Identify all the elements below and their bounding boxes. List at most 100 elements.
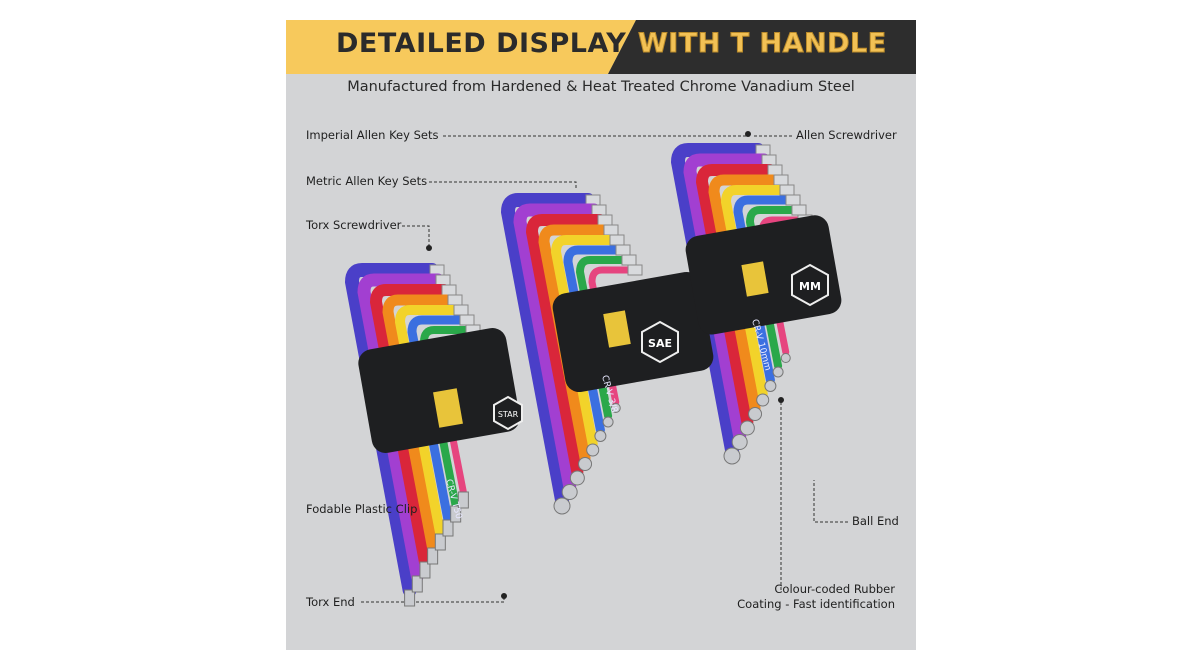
star-badge-text: STAR xyxy=(498,410,519,419)
product-panel: DETAILED DISPLAY WITH T HANDLE Manufactu… xyxy=(286,20,916,650)
leader-dot-imperial xyxy=(745,131,751,137)
leader-torx-end xyxy=(361,595,505,603)
mm-badge-text: MM xyxy=(799,280,821,293)
hex-key xyxy=(588,266,634,406)
key-short-end xyxy=(621,254,637,266)
hex-key xyxy=(550,235,617,449)
key-metal-tip xyxy=(427,547,439,565)
star-badge-icon xyxy=(493,395,523,431)
callout-torx-end: Torx End xyxy=(306,595,355,609)
key-metal-tip xyxy=(434,533,446,551)
hex-key xyxy=(683,153,771,443)
key-metal-tip xyxy=(457,491,469,509)
key-metal-tip xyxy=(764,380,777,392)
key-metal-tip xyxy=(723,447,741,465)
hex-key xyxy=(525,214,606,478)
callout-metric-allen-key-sets: Metric Allen Key Sets xyxy=(306,174,428,188)
hex-key xyxy=(357,273,445,583)
hex-key xyxy=(382,294,456,554)
metric-brand-label xyxy=(741,261,769,297)
key-metal-tip xyxy=(594,430,607,442)
hex-key xyxy=(407,315,467,525)
key-short-end xyxy=(453,304,469,316)
callout-ball-end: Ball End xyxy=(852,514,899,528)
hex-key xyxy=(733,195,793,385)
key-metal-tip xyxy=(561,484,578,500)
leader-dot-colour-coded xyxy=(778,397,784,403)
hex-key xyxy=(344,263,439,597)
sae-clip: SAE CR-V 3/8 xyxy=(552,271,714,414)
key-metal-tip xyxy=(748,407,763,421)
callout-colour-coded-line2: Coating - Fast identification xyxy=(737,597,895,611)
key-metal-tip xyxy=(442,519,454,537)
leader-dot-torx-screwdriver xyxy=(426,245,432,251)
hex-key xyxy=(745,206,798,370)
key-short-end xyxy=(627,264,643,276)
hex-key-sets-illustration: STAR CR-V T50 SAE CR-V 3/8 MM CR-V 10mm xyxy=(344,131,848,607)
mm-badge-icon xyxy=(791,263,829,307)
hex-key xyxy=(695,164,776,428)
callout-imperial-allen-key-sets: Imperial Allen Key Sets xyxy=(306,128,439,142)
key-metal-tip xyxy=(772,366,784,378)
hex-key xyxy=(720,185,787,399)
banner-right-background xyxy=(608,20,916,74)
callout-torx-screwdriver: Torx Screwdriver xyxy=(306,218,402,232)
key-short-end xyxy=(591,204,607,216)
key-short-end xyxy=(435,274,451,286)
hex-key xyxy=(708,174,782,414)
callout-colour-coded-line1: Colour-coded Rubber xyxy=(774,582,895,596)
hex-key xyxy=(394,305,461,539)
key-short-end xyxy=(615,244,631,256)
key-metal-tip xyxy=(739,420,755,436)
key-short-end xyxy=(773,174,789,186)
hex-key xyxy=(369,284,450,568)
key-metal-tip xyxy=(419,561,431,579)
banner-title-right: WITH T HANDLE xyxy=(638,28,887,60)
key-metal-tip xyxy=(780,353,791,363)
key-metal-tip xyxy=(731,434,748,450)
leader-dot-torx-end xyxy=(501,593,507,599)
key-metal-tip xyxy=(610,403,621,413)
key-metal-tip xyxy=(569,470,585,486)
key-metal-tip xyxy=(756,393,770,407)
sae-brand-label xyxy=(603,310,631,348)
key-short-end xyxy=(785,194,801,206)
key-metal-tip xyxy=(553,497,571,515)
key-metal-tip xyxy=(602,416,614,428)
banner-left-background xyxy=(286,20,636,74)
key-short-end xyxy=(603,224,619,236)
leader-ball-end xyxy=(813,480,848,523)
hex-key xyxy=(538,224,612,464)
leader-metric xyxy=(429,181,577,190)
hex-key xyxy=(670,143,765,457)
torx-key-set xyxy=(344,263,487,607)
key-short-end xyxy=(767,164,783,176)
key-metal-tip xyxy=(450,505,462,523)
hex-key xyxy=(513,203,601,493)
banner-title-left: DETAILED DISPLAY xyxy=(336,28,627,59)
title-banner xyxy=(286,20,916,74)
key-metal-tip xyxy=(404,589,416,607)
leader-imperial xyxy=(443,134,749,137)
key-short-end xyxy=(791,204,807,216)
hex-key xyxy=(575,256,628,420)
key-short-end xyxy=(459,314,475,326)
key-short-end xyxy=(761,154,777,166)
key-short-end xyxy=(597,214,613,226)
hex-key xyxy=(563,245,623,435)
key-short-end xyxy=(609,234,625,246)
callout-plastic-clip: Fodable Plastic Clip xyxy=(306,502,418,516)
subtitle: Manufactured from Hardened & Heat Treate… xyxy=(347,79,855,95)
callout-allen-screwdriver: Allen Screwdriver xyxy=(796,128,897,142)
torx-brand-label xyxy=(433,388,463,428)
sae-badge-text: SAE xyxy=(648,337,672,350)
leader-torx-screwdriver xyxy=(402,225,430,246)
sae-key-set xyxy=(500,193,643,515)
sae-badge-icon xyxy=(641,320,679,364)
key-short-end xyxy=(447,294,463,306)
key-short-end xyxy=(441,284,457,296)
key-metal-tip xyxy=(586,443,600,457)
key-metal-tip xyxy=(578,457,593,471)
key-metal-tip xyxy=(411,575,423,593)
hex-key xyxy=(500,193,595,507)
